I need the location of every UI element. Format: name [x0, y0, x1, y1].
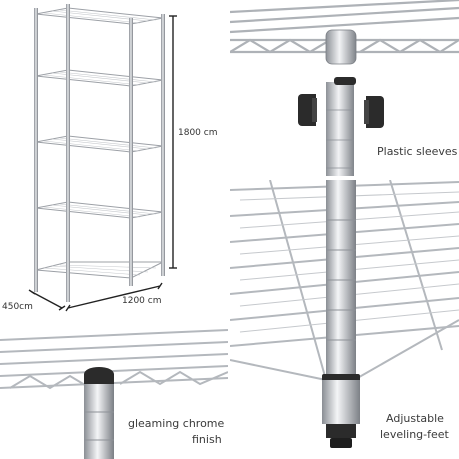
- chrome-closeup-illustration: [0, 329, 228, 459]
- leveling-feet-panel: Adjustable leveling-feet: [230, 180, 459, 459]
- leveling-feet-caption-line2: leveling-feet: [380, 428, 449, 441]
- width-dimension-label: 1200 cm: [122, 296, 162, 306]
- chrome-finish-panel: gleaming chrome finish: [0, 322, 228, 459]
- shelf-illustration: [28, 4, 177, 312]
- chrome-finish-caption-line2: finish: [192, 433, 222, 446]
- shelf-overview-panel: 1800 cm 450cm 1200 cm: [0, 0, 228, 318]
- depth-dimension-label: 450cm: [2, 302, 33, 312]
- plastic-sleeves-caption: Plastic sleeves: [377, 145, 458, 158]
- chrome-finish-caption-line1: gleaming chrome: [128, 417, 225, 430]
- leveling-feet-caption-line1: Adjustable: [386, 412, 444, 425]
- leveling-feet-illustration: [230, 180, 459, 448]
- sleeve-closeup-illustration: [230, 0, 459, 176]
- height-dimension-label: 1800 cm: [178, 128, 218, 138]
- plastic-sleeves-panel: Plastic sleeves: [230, 0, 459, 176]
